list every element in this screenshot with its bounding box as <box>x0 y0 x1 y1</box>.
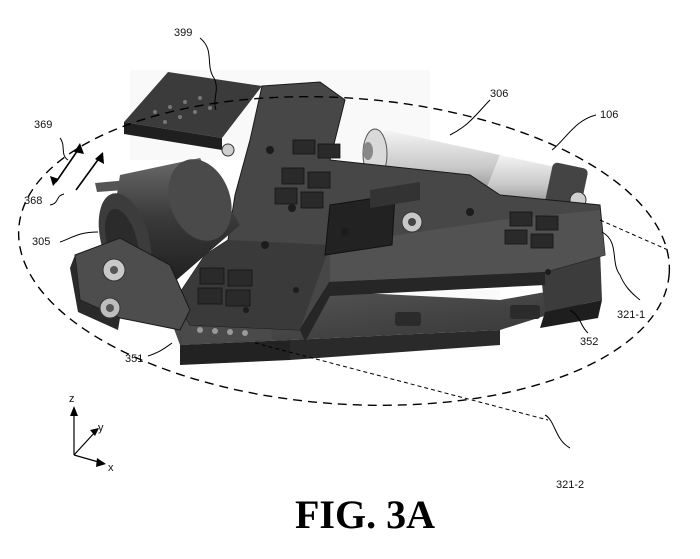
figure-caption: FIG. 3A <box>295 492 435 537</box>
label-305: 305 <box>32 236 50 248</box>
axis-z-label: z <box>69 393 75 405</box>
region-ellipse <box>17 95 671 407</box>
label-106: 106 <box>600 109 618 121</box>
top-plate-399 <box>124 72 262 138</box>
label-321-2: 321-2 <box>556 479 584 491</box>
label-306: 306 <box>490 88 508 100</box>
axis-x-label: x <box>108 462 114 474</box>
axis-y-label: y <box>98 422 104 434</box>
label-351: 351 <box>125 353 143 365</box>
label-352: 352 <box>580 336 598 348</box>
label-321-1: 321-1 <box>617 309 645 321</box>
section-lines <box>254 219 669 421</box>
leader-lines <box>49 37 641 449</box>
label-399: 399 <box>174 27 192 39</box>
motion-arrows <box>50 143 104 191</box>
mechanical-assembly <box>70 72 606 365</box>
coordinate-axes <box>70 406 106 467</box>
label-369: 369 <box>34 119 52 131</box>
label-368: 368 <box>24 195 42 207</box>
